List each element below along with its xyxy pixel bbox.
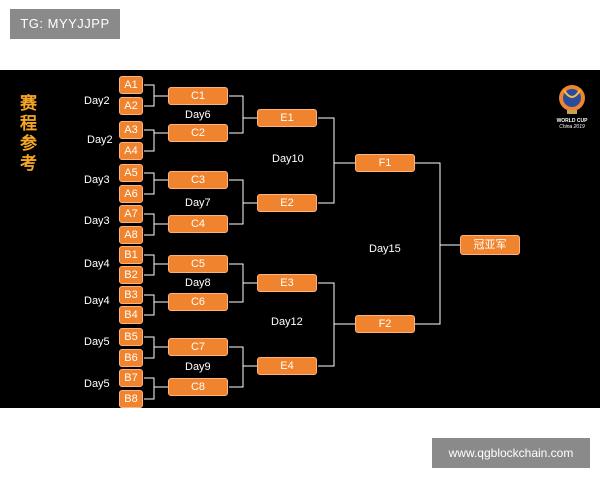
match-c4: C4 [168,215,228,233]
bracket-connector [144,213,155,236]
trophy-icon [559,85,585,114]
bracket-connector [144,254,155,276]
seed-a2: A2 [119,97,143,115]
bracket-connector [229,346,244,388]
seed-b8: B8 [119,390,143,408]
seed-day-label: Day4 [84,258,110,270]
bracket-connector [144,336,155,359]
logo-line2: China 2019 [559,124,585,130]
match-c3: C3 [168,171,228,189]
seed-b6: B6 [119,349,143,367]
seed-a1: A1 [119,76,143,94]
seed-day-label: Day5 [84,378,110,390]
logo-text: WORLD CUP China 2019 [550,118,594,130]
seed-day-label: Day2 [87,134,113,146]
watermark-bottom: www.qgblockchain.com [432,438,590,468]
seed-b4: B4 [119,306,143,324]
match-f1: F1 [355,154,415,172]
seed-a8: A8 [119,226,143,244]
round-c-day-label: Day6 [185,109,211,121]
bracket-connector [318,282,335,367]
round-e-day-label: Day10 [272,153,304,165]
seed-b5: B5 [119,328,143,346]
final-day-label: Day15 [369,243,401,255]
seed-day-label: Day2 [84,95,110,107]
match-f2: F2 [355,315,415,333]
round-e-day-label: Day12 [271,316,303,328]
match-e3: E3 [257,274,317,292]
match-c5: C5 [168,255,228,273]
seed-b3: B3 [119,286,143,304]
seed-a5: A5 [119,164,143,182]
seed-b7: B7 [119,369,143,387]
match-c8: C8 [168,378,228,396]
bracket-connector [144,377,155,400]
match-c2: C2 [168,124,228,142]
seed-b2: B2 [119,266,143,284]
match-c6: C6 [168,293,228,311]
bracket-connector [229,95,244,134]
seed-day-label: Day5 [84,336,110,348]
seed-a4: A4 [119,142,143,160]
match-e2: E2 [257,194,317,212]
seed-day-label: Day4 [84,295,110,307]
round-c-day-label: Day8 [185,277,211,289]
round-c-day-label: Day7 [185,197,211,209]
seed-day-label: Day3 [84,174,110,186]
bracket-connector [144,129,155,152]
bracket-connector [144,84,155,107]
bracket-connector [144,172,155,195]
champion-box: 冠亚军 [460,235,520,255]
bracket-connector [318,117,335,204]
seed-a3: A3 [119,121,143,139]
match-c1: C1 [168,87,228,105]
round-c-day-label: Day9 [185,361,211,373]
seed-a6: A6 [119,185,143,203]
bracket-connector [415,162,441,325]
bracket-connector [229,263,244,303]
match-e4: E4 [257,357,317,375]
seed-b1: B1 [119,246,143,264]
seed-a7: A7 [119,205,143,223]
logo-line1: WORLD CUP [556,118,588,124]
watermark-top: TG: MYYJJPP [10,9,120,39]
match-e1: E1 [257,109,317,127]
bracket-connector [144,294,155,316]
match-c7: C7 [168,338,228,356]
page-title: 赛程参考 [20,94,37,174]
seed-day-label: Day3 [84,215,110,227]
bracket-connector [229,179,244,225]
